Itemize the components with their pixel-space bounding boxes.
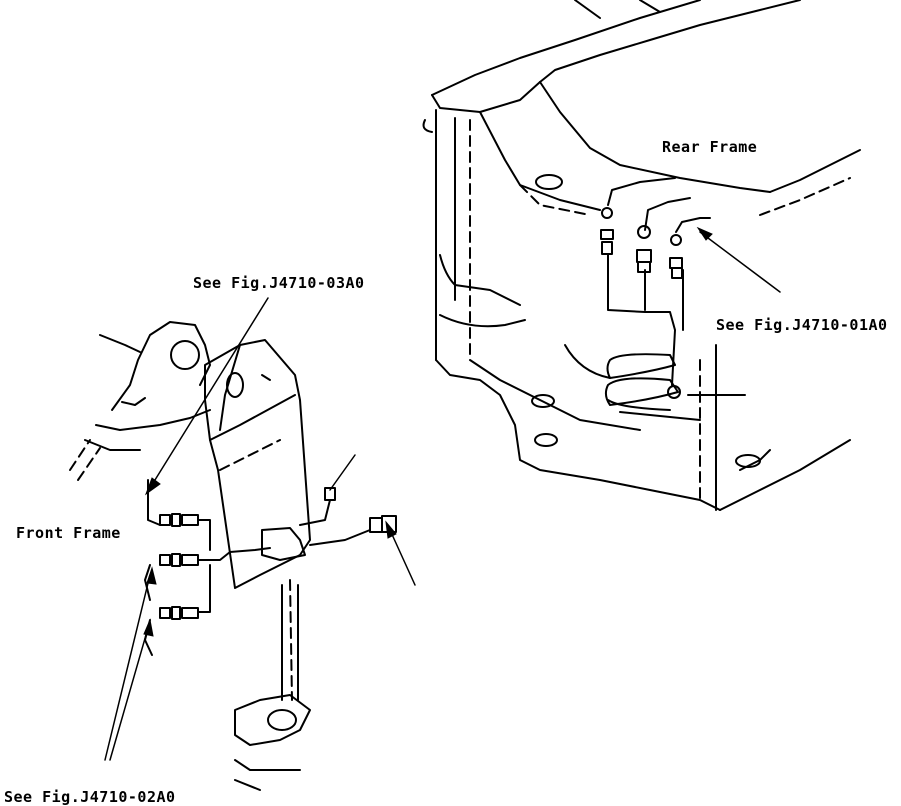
figure-reference-01a0: See Fig.J4710-01A0 bbox=[716, 316, 888, 334]
rear-fitting-middle bbox=[636, 225, 652, 273]
rear-fitting-right bbox=[669, 234, 683, 279]
rear-frame-drawing bbox=[422, 0, 861, 511]
rear-union-fitting bbox=[667, 385, 681, 399]
leader-line-01a0 bbox=[699, 231, 781, 293]
front-frame-drawing bbox=[69, 297, 416, 791]
front-frame-label: Front Frame bbox=[16, 524, 121, 542]
front-fitting-lower bbox=[159, 606, 199, 620]
leader-line-03a0 bbox=[149, 297, 269, 489]
front-fitting-right bbox=[324, 487, 397, 533]
leader-line-02a0-a bbox=[104, 574, 151, 761]
front-fitting-middle bbox=[159, 553, 199, 567]
rear-frame-label: Rear Frame bbox=[662, 138, 758, 156]
figure-reference-03a0: See Fig.J4710-03A0 bbox=[193, 274, 365, 292]
figure-reference-02a0: See Fig.J4710-02A0 bbox=[4, 788, 176, 806]
front-fitting-upper bbox=[159, 513, 199, 527]
rear-fitting-left bbox=[600, 207, 614, 255]
leader-line-02a0-b bbox=[109, 627, 149, 761]
